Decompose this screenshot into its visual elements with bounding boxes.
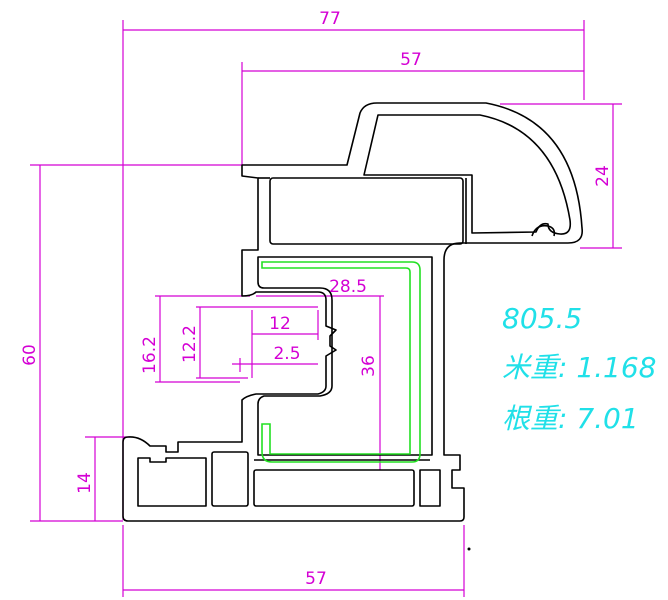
dim-slot-outer: 16.2 xyxy=(140,336,160,374)
dim-slot-inner: 12.2 xyxy=(180,325,200,363)
dim-bottom-height: 14 xyxy=(75,472,95,494)
aluminum-profile xyxy=(122,102,584,522)
dim-inner-height: 36 xyxy=(359,355,379,377)
dim-right-height: 24 xyxy=(593,165,613,187)
dim-inner-width: 28.5 xyxy=(329,277,367,297)
dim-bottom-width: 57 xyxy=(305,569,327,589)
dim-height-left: 60 xyxy=(20,344,40,366)
profile-info: 805.5 米重: 1.168 根重: 7.01 xyxy=(502,302,657,435)
dimension-labels: 77 57 57 60 14 24 28.5 36 16.2 12.2 12 2… xyxy=(20,9,613,589)
gasket-outline xyxy=(261,261,421,463)
reference-dot xyxy=(467,547,471,551)
dim-slot-gap: 2.5 xyxy=(273,344,300,364)
profile-code: 805.5 xyxy=(502,302,582,335)
weight-per-bar: 根重: 7.01 xyxy=(502,402,639,435)
dim-overall-width: 77 xyxy=(319,9,341,29)
dimension-lines xyxy=(30,20,622,597)
dim-top-width: 57 xyxy=(400,50,422,70)
weight-per-meter: 米重: 1.168 xyxy=(502,351,657,384)
dim-slot-width: 12 xyxy=(269,314,291,334)
